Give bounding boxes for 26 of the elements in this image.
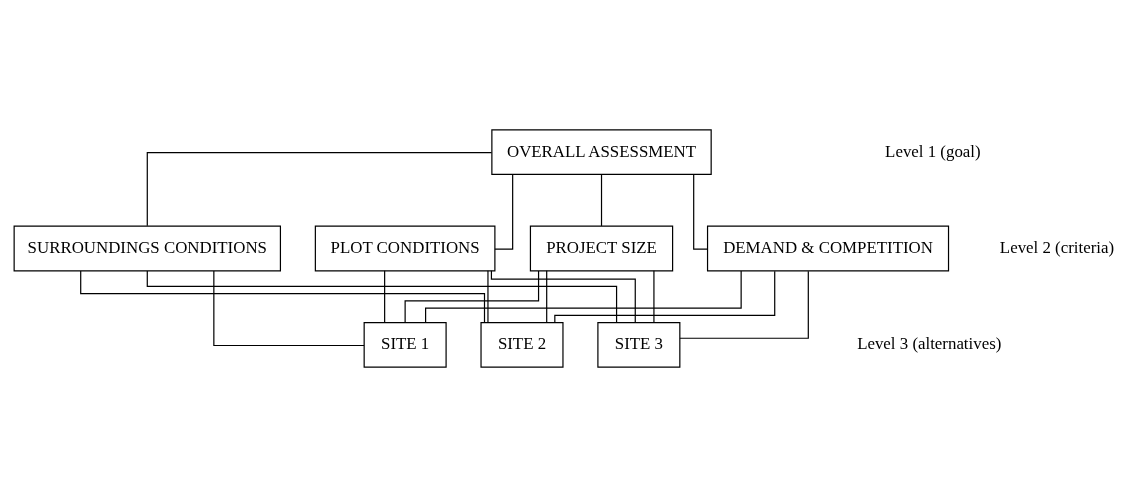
connector xyxy=(679,270,809,339)
label: Level 2 (criteria) xyxy=(999,237,1115,257)
connector xyxy=(554,270,776,324)
connector xyxy=(600,173,603,227)
node-box: PROJECT SIZE xyxy=(529,225,674,272)
connector xyxy=(384,270,386,323)
connector xyxy=(425,270,742,323)
connector xyxy=(80,270,486,323)
connector xyxy=(546,270,548,323)
node-box: DEMAND & COMPETITION xyxy=(706,225,950,272)
node-box: SITE 1 xyxy=(363,322,447,368)
node-box: SURROUNDINGS CONDITIONS xyxy=(13,225,282,272)
connector xyxy=(404,270,540,323)
connector xyxy=(653,270,655,323)
connector xyxy=(146,152,493,227)
connector xyxy=(490,270,636,323)
node-box: PLOT CONDITIONS xyxy=(314,225,496,272)
node-box: SITE 3 xyxy=(597,322,681,368)
connector xyxy=(494,174,514,250)
connector xyxy=(146,270,618,324)
connector xyxy=(213,270,365,347)
node-box: OVERALL ASSESSMENT xyxy=(491,129,712,175)
connector xyxy=(487,270,489,323)
label: Level 1 (goal) xyxy=(885,141,981,161)
node-box: SITE 2 xyxy=(480,322,564,368)
label: Level 3 (alternatives) xyxy=(857,334,1002,354)
